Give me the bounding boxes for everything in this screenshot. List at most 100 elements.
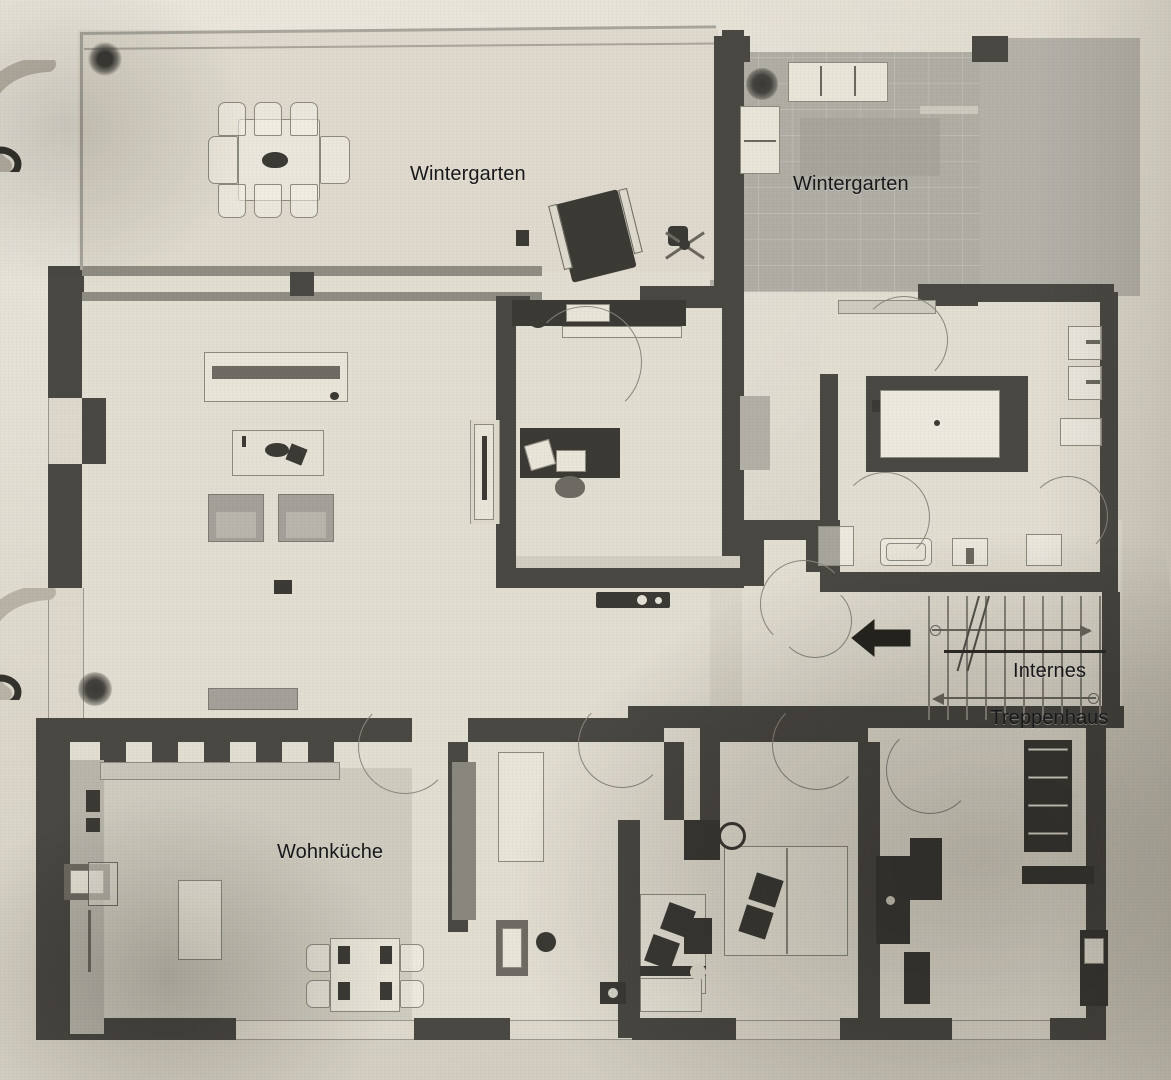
chair-right <box>320 136 350 184</box>
chair-top-1 <box>218 102 246 136</box>
wall-exterior-left-upper <box>48 266 82 398</box>
wall-exterior-left-mid <box>48 464 82 588</box>
door-swing-bedroom-far-right <box>886 726 974 814</box>
wall-exterior-right-bath <box>1100 292 1118 592</box>
door-swing-living-hall <box>778 584 852 658</box>
corridor-lamp <box>536 932 556 952</box>
wall-bath-inner-left <box>866 376 880 468</box>
terrace-mat <box>800 118 940 176</box>
window-bottom-4 <box>952 1020 1050 1040</box>
chair-bottom-2 <box>254 184 282 218</box>
media-console <box>596 592 670 608</box>
chair-top-3 <box>290 102 318 136</box>
wall-block-kitchen-e <box>308 742 334 762</box>
kitchen-chair-2 <box>306 980 330 1008</box>
treppenhaus-line-2: Treppenhaus <box>990 706 1109 729</box>
books-row-left <box>904 952 930 1004</box>
terrace-edge-strip <box>920 106 978 114</box>
kitchen-appliance-a <box>86 790 100 812</box>
corridor-chest-top <box>502 928 522 968</box>
chair-top-2 <box>254 102 282 136</box>
wall-block-kitchen-b <box>152 742 178 762</box>
chair-left <box>208 136 238 184</box>
console-plant <box>528 308 548 328</box>
wall-bath-inner-right <box>1000 376 1014 468</box>
door-swing-bedroom-mid <box>578 700 666 788</box>
door-swing-bedroom-right <box>772 700 862 790</box>
shelf-unit-right-row-2 <box>1028 776 1068 779</box>
glass-line-left <box>80 32 83 270</box>
wc-fixture-b-bar <box>1086 380 1100 384</box>
wall-block-kitchen-c <box>204 742 230 762</box>
basin-right <box>1060 418 1102 446</box>
wall-bath-mid-vertical <box>1014 376 1028 472</box>
bed-main-divider <box>786 848 788 954</box>
kitchen-chair-1 <box>306 944 330 972</box>
door-swing-bath-right <box>1028 476 1108 556</box>
window-left-2 <box>48 588 84 718</box>
wall-study-left <box>496 296 516 586</box>
wardrobe-right-knob <box>886 896 895 905</box>
shelf-unit-right-row-1 <box>1028 748 1068 751</box>
door-swing-kitchen <box>358 700 452 794</box>
outdoor-sofa-seg-1 <box>820 66 822 96</box>
kitchen-appliance-b <box>86 818 100 832</box>
window-bottom-1 <box>236 1020 414 1040</box>
bed-main-side-block <box>684 918 712 954</box>
treppenhaus-line-1: Internes <box>1013 659 1087 682</box>
media-console-dot-1 <box>636 594 648 606</box>
corridor-wardrobe <box>452 762 476 920</box>
armchair-right-seat <box>286 512 326 538</box>
kitchen-tall-unit <box>88 862 118 906</box>
binder-ring-bottom <box>0 584 58 710</box>
shower-tray <box>880 390 1000 458</box>
room-label-wintergarten-right: Wintergarten <box>793 173 909 195</box>
nightstand-left-lamp <box>608 988 618 998</box>
window-bottom-2 <box>510 1020 632 1040</box>
kitchen-chair-3 <box>400 944 424 972</box>
kitchen-chair-4 <box>400 980 424 1008</box>
door-swing-study-top <box>530 306 642 418</box>
shelf-unit-right-row-4 <box>1028 832 1068 835</box>
kitchen-counter-line <box>88 910 91 972</box>
wall-bath-bottom <box>820 572 1116 592</box>
nightstand-main <box>684 820 720 860</box>
room-label-wohnkueche: Wohnküche <box>277 841 384 863</box>
bed-left-footboard <box>640 978 702 1012</box>
room-label-internes-treppenhaus: Internes Treppenhaus <box>968 636 1109 754</box>
study-niche <box>516 556 740 568</box>
shower-drain <box>934 420 940 426</box>
wall-block-kitchen-a <box>100 742 126 762</box>
stairs-icon <box>928 595 1106 720</box>
study-recess <box>740 396 770 470</box>
wall-bedroom-partition-3 <box>700 742 720 820</box>
wall-exterior-bottom-4 <box>840 1018 952 1040</box>
kitchen-table-setting-4 <box>380 982 392 1000</box>
wall-glass-top-band <box>62 266 542 276</box>
desk-paper-b <box>556 450 586 472</box>
door-swing-bath-lower <box>840 472 930 562</box>
books-row-right <box>1022 866 1094 884</box>
table-centerpiece <box>262 152 288 168</box>
kitchen-table-setting-3 <box>338 982 350 1000</box>
window-left-1 <box>48 398 84 464</box>
wall-bath-left <box>820 374 838 524</box>
outdoor-sofa <box>788 62 888 102</box>
plant-icon-topleft <box>88 42 122 76</box>
kitchen-upper-cabinets <box>100 762 340 780</box>
arrow-left-icon <box>850 616 912 660</box>
coffee-table-object-a <box>265 443 289 457</box>
wall-conservatory-right-top-right-block <box>972 36 1008 62</box>
wall-exterior-bottom-2 <box>414 1018 510 1040</box>
media-console-dot-2 <box>654 596 663 605</box>
shower-fitting <box>872 400 880 412</box>
wall-study-bottom <box>496 566 744 588</box>
wardrobe-right-b <box>910 838 942 900</box>
living-floor-marker <box>274 580 292 594</box>
desk-chair <box>555 476 585 498</box>
wall-bedroom-partition-5 <box>618 820 640 1038</box>
wall-bath-inner-bottom <box>866 458 1016 472</box>
sideboard-inner <box>212 366 340 379</box>
door-swing-bath-top <box>860 296 948 384</box>
plant-icon-conservatory <box>746 68 778 100</box>
